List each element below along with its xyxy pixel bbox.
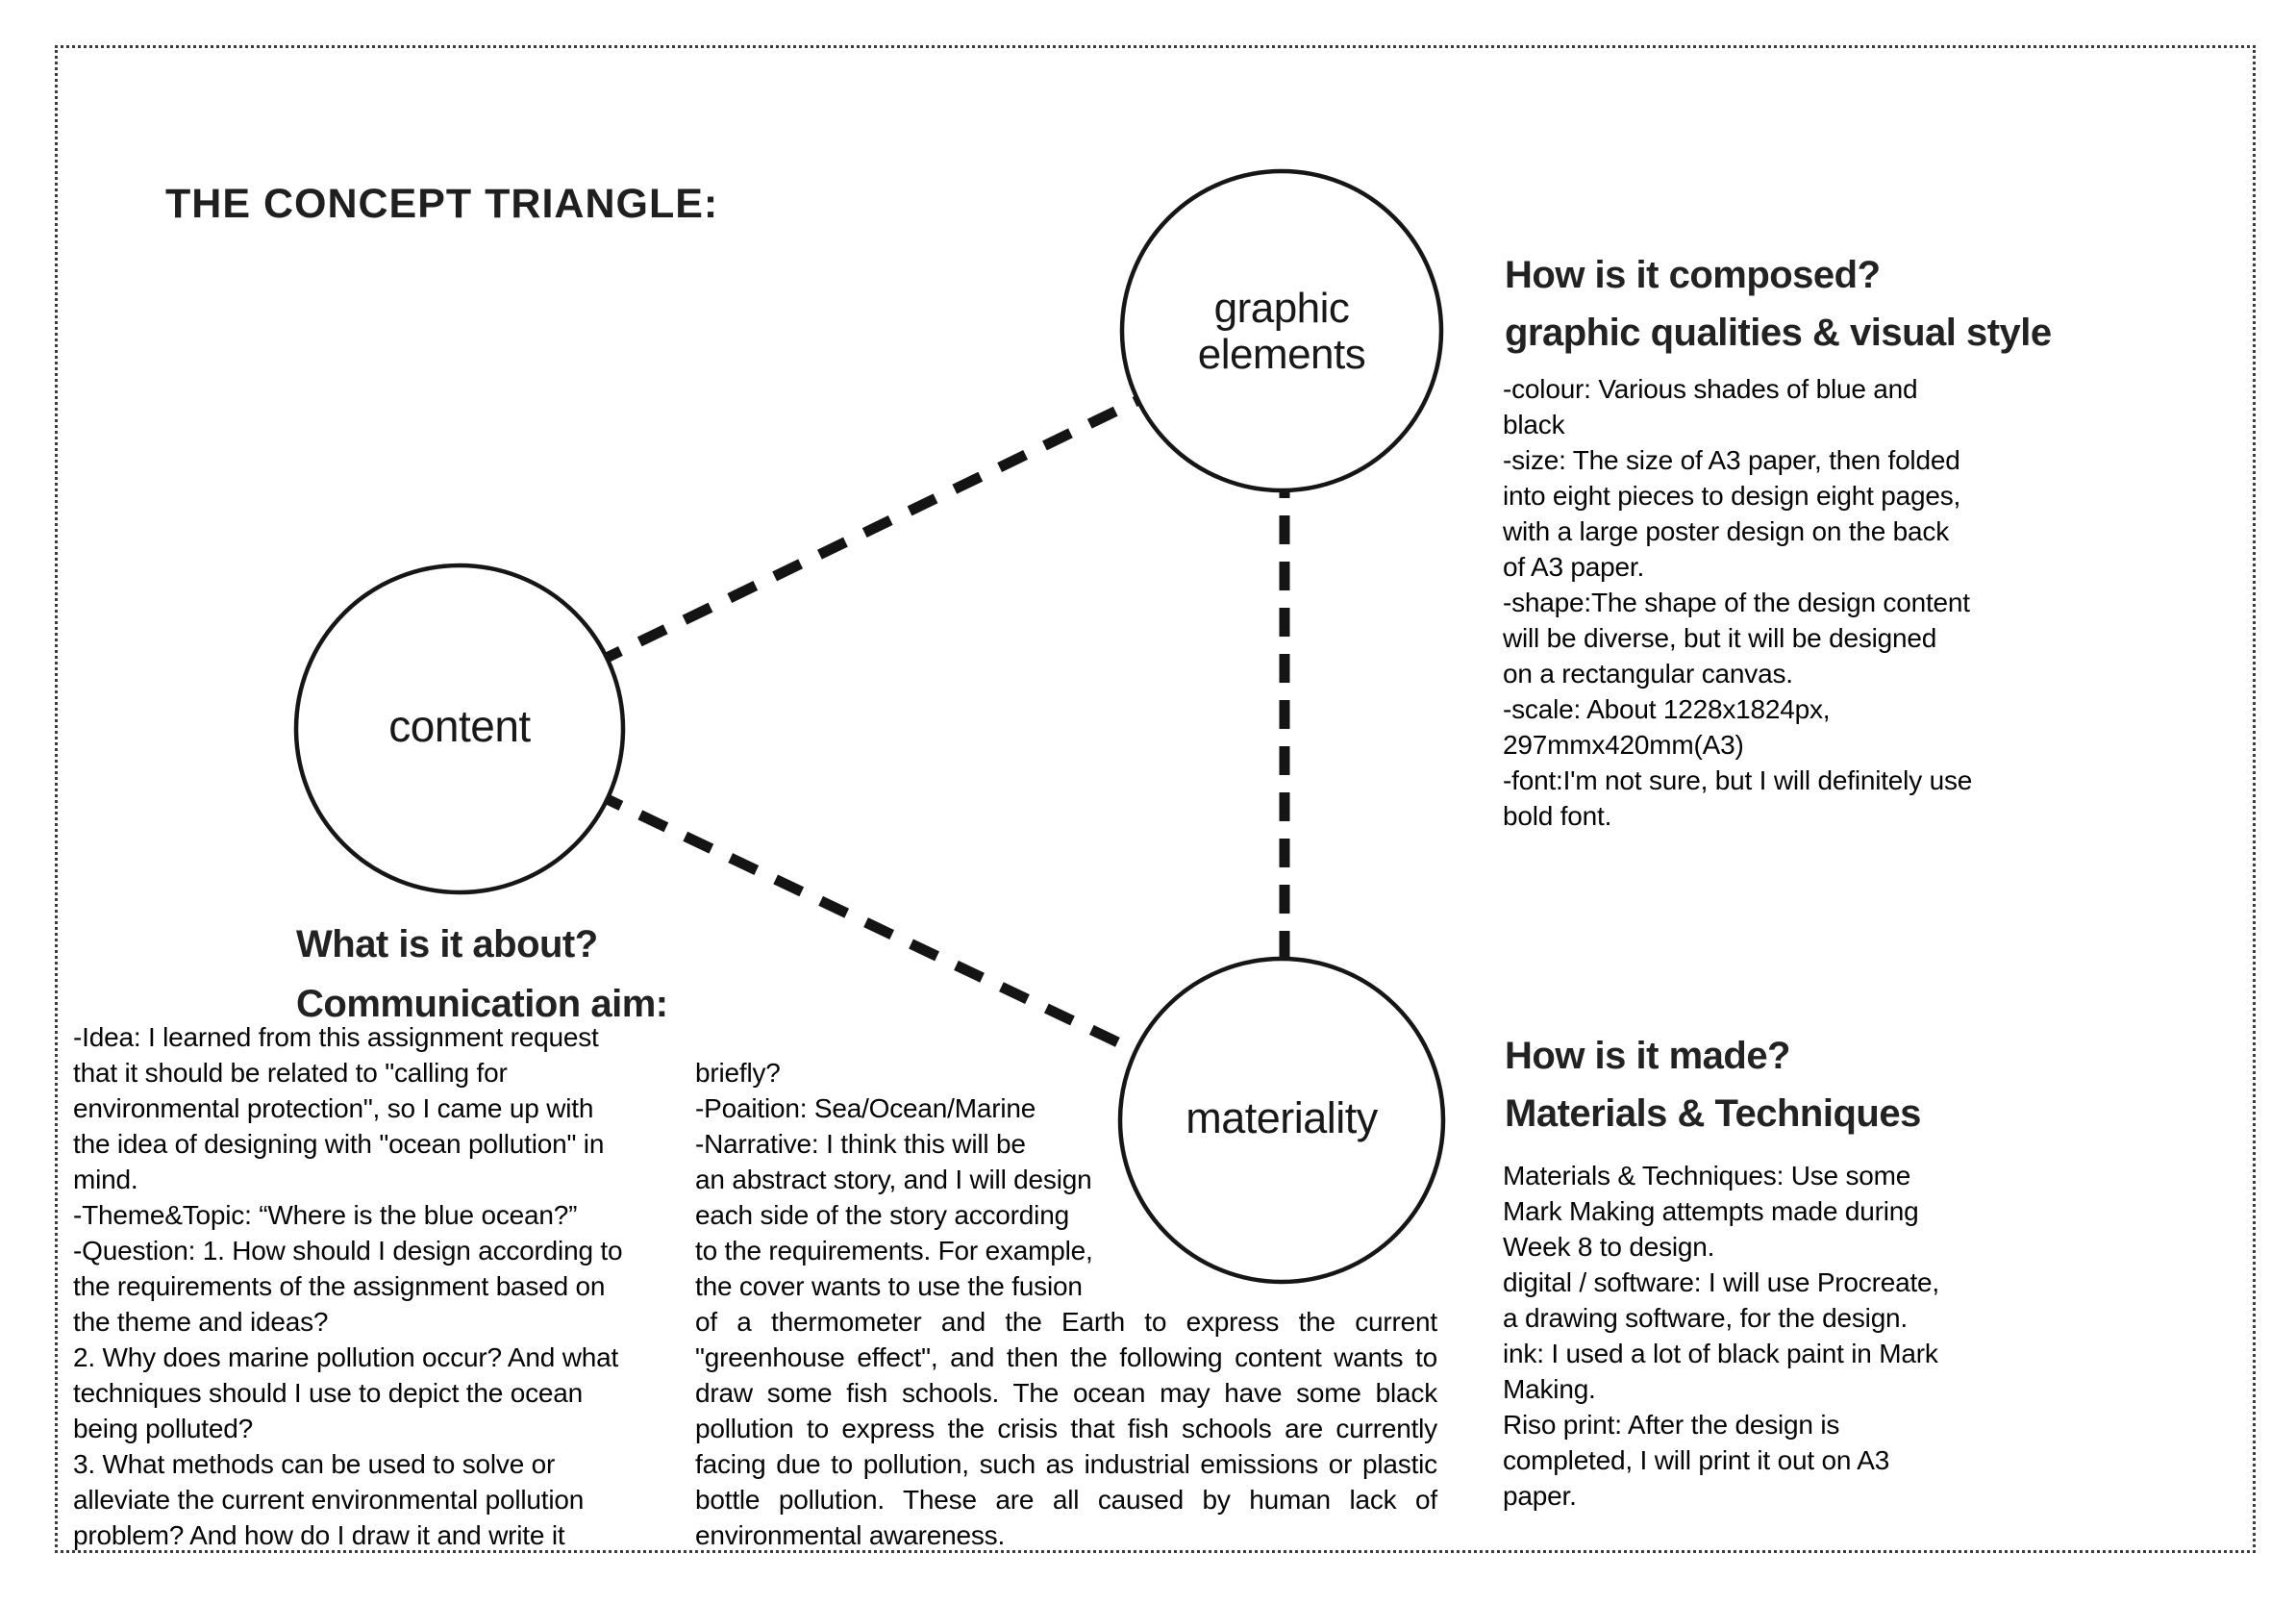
composed-heading: How is it composed? [1505,254,1881,296]
made-heading: How is it made? [1505,1035,1791,1077]
page-title: THE CONCEPT TRIANGLE: [165,181,719,227]
graphic-elements-circle-shape [1119,168,1444,493]
content-circle-label: content [388,701,531,751]
content-circle-shape [293,563,626,895]
made-notes: Materials & Techniques: Use some Mark Ma… [1503,1161,1939,1511]
graphic-elements-circle-label: graphic elements [1197,285,1366,378]
content-notes-column-2-wide: of a thermometer and the Earth to expres… [695,1307,1437,1550]
content-question-heading: What is it about? [296,923,598,965]
materiality-circle-shape [1117,956,1446,1285]
materiality-circle-label: materiality [1185,1093,1378,1142]
composed-notes: -colour: Various shades of blue and blac… [1503,374,1973,831]
content-notes-column-2: briefly? -Poaition: Sea/Ocean/Marine -Na… [695,1058,1093,1301]
communication-aim-heading: Communication aim: [296,983,668,1025]
materials-techniques-subheading: Materials & Techniques [1505,1092,1921,1135]
content-notes-column-1: -Idea: I learned from this assignment re… [73,1022,623,1550]
graphic-qualities-subheading: graphic qualities & visual style [1505,312,2052,354]
dotted-page-border [55,45,2256,1553]
